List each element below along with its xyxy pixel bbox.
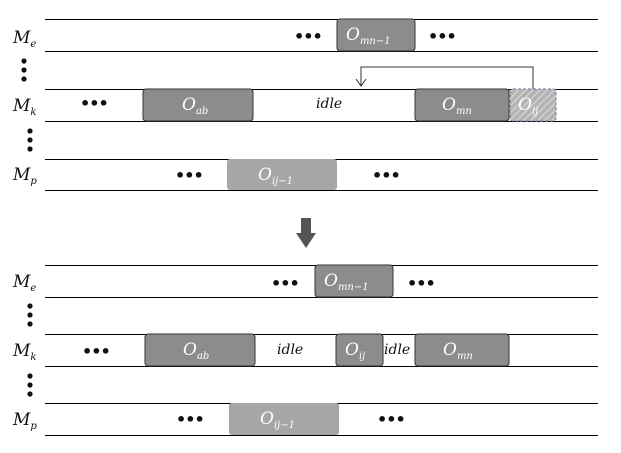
- ellipsis: •••: [271, 274, 299, 293]
- move-arrow: [355, 66, 534, 89]
- ellipsis: •••: [294, 27, 322, 46]
- operation-label-oab: Oab: [182, 95, 208, 117]
- machine-label-mk: Mk: [12, 341, 36, 363]
- operation-block-oij: [335, 333, 384, 367]
- machine-label-mk: Mk: [12, 96, 36, 118]
- ellipsis: •••: [176, 410, 204, 429]
- ellipsis: •••: [377, 410, 405, 429]
- operation-label-omn: Omn: [443, 340, 473, 362]
- idle-label: idle: [384, 342, 410, 358]
- vertical-ellipsis: [21, 58, 27, 82]
- ellipsis: •••: [407, 274, 435, 293]
- operation-label-oij1: Oij−1: [258, 165, 293, 187]
- machine-label-mp: Mp: [12, 410, 37, 432]
- machine-label-me: Me: [12, 28, 36, 50]
- bottom-panel: Me Mk Mp ••• Omn−1 ••• ••• Oab idle Oij …: [12, 264, 598, 436]
- idle-label: idle: [277, 342, 303, 358]
- ellipsis: •••: [82, 342, 110, 361]
- operation-label-omn1: Omn−1: [324, 271, 369, 293]
- machine-label-me: Me: [12, 272, 36, 294]
- operation-block-oij1: [229, 403, 339, 435]
- operation-label-oij1: Oij−1: [260, 409, 295, 431]
- operation-label-oab: Oab: [183, 340, 209, 362]
- operation-block-omn1: [336, 18, 416, 52]
- transition-arrow-icon: [296, 218, 316, 248]
- machine-label-mp: Mp: [12, 165, 37, 187]
- idle-label: idle: [316, 96, 342, 112]
- operation-block-oab: [144, 333, 256, 367]
- vertical-ellipsis: [27, 303, 33, 327]
- top-panel: Me Mk Mp ••• Omn−1 ••• ••• Oab idle Omn …: [12, 18, 598, 191]
- operation-block-oab: [142, 88, 254, 122]
- ellipsis: •••: [428, 27, 456, 46]
- operation-label-omn: Omn: [442, 95, 472, 117]
- vertical-ellipsis: [27, 128, 33, 152]
- operation-label-oij: Oij: [518, 95, 538, 117]
- vertical-ellipsis: [27, 373, 33, 397]
- operation-label-oij: Oij: [345, 340, 365, 362]
- ellipsis: •••: [80, 94, 108, 113]
- operation-block-omn: [414, 88, 510, 122]
- operation-block-oij1: [227, 159, 337, 190]
- operation-block-omn: [414, 333, 510, 367]
- operation-block-omn1: [314, 264, 394, 298]
- operation-label-omn1: Omn−1: [346, 25, 391, 47]
- ellipsis: •••: [372, 166, 400, 185]
- ellipsis: •••: [175, 166, 203, 185]
